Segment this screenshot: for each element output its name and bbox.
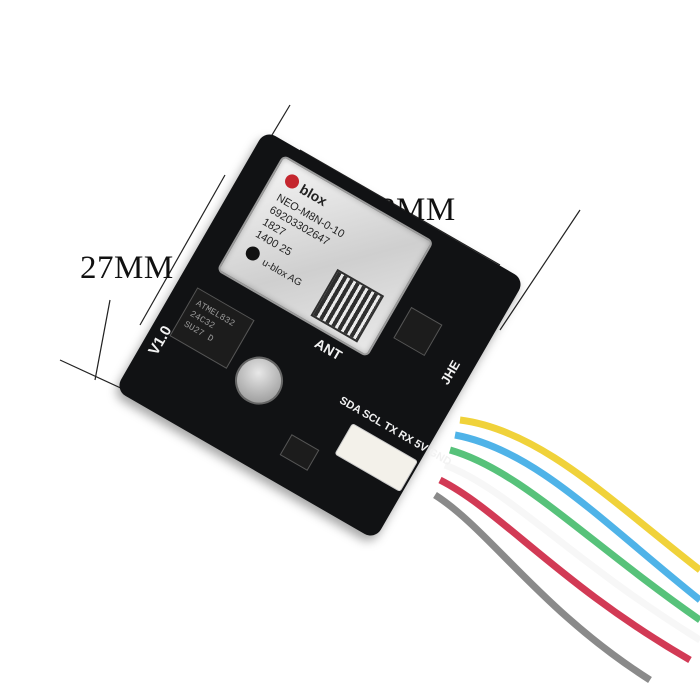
regulator-chip — [279, 434, 320, 471]
eeprom-chip: ATMEL832 24C32 SU27 D — [169, 287, 255, 369]
ublox-logo-icon — [282, 171, 302, 192]
pin1-marker-icon — [243, 243, 263, 264]
ic-chip — [393, 306, 443, 357]
datamatrix-code-icon — [310, 268, 385, 343]
manufacturer-label: JHE — [437, 357, 464, 388]
height-dimension-label: 27MM — [80, 250, 174, 286]
module-maker: u-blox AG — [260, 257, 304, 289]
board-version: V1.0 — [145, 322, 176, 359]
backup-battery-icon — [226, 347, 292, 414]
